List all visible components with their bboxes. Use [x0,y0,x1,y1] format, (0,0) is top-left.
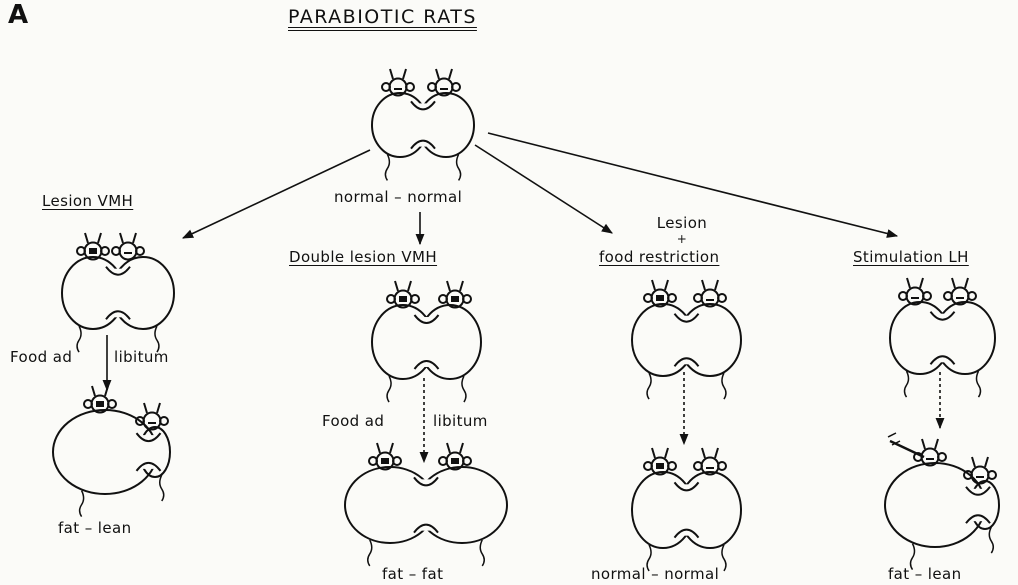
rat-head-right [439,443,471,470]
rat-pair-branch-4-start [890,278,995,397]
rat-head-left [77,233,109,260]
branch-4-heading: Stimulation LH [853,248,969,266]
rat-pair-branch-3-start [632,280,741,399]
rat-head-right [136,403,168,430]
rat-pair-top [372,69,474,180]
rat-head-right [439,281,471,308]
branch-2-arrow-label-left: Food ad [322,412,384,430]
rat-head-left [382,69,414,96]
diagram-title: PARABIOTIC RATS [288,8,477,26]
rat-head-left [899,278,931,305]
rat-head-right [964,457,996,484]
rat-head-left [387,281,419,308]
rat-pair-branch-1-start [62,233,174,352]
arrow-to-branch-3 [475,145,612,233]
top-pair-caption: normal – normal [334,188,462,206]
rat-pair-branch-4-end [885,433,999,570]
branch-4-outcome: fat – lean [888,565,962,583]
branch-2-outcome: fat – fat [382,565,443,583]
rat-pair-branch-2-end [345,443,507,566]
rat-head-right [694,448,726,475]
branch-3-heading: food restriction [599,248,719,266]
rat-head-right [944,278,976,305]
branch-1-heading: Lesion VMH [42,192,133,210]
branch-1-arrow-label-left: Food ad [10,348,72,366]
rat-pair-branch-2-start [372,281,481,402]
rat-pair-branch-1-end [53,386,170,517]
rat-pair-branch-3-end [632,448,741,571]
rat-head-right [694,280,726,307]
rat-head-right [112,233,144,260]
rat-head-left [84,386,116,413]
rat-head-left [644,280,676,307]
rat-head-left [369,443,401,470]
rat-head-left [914,439,946,466]
branch-1-arrow-label-right: libitum [114,348,169,366]
rat-head-right [428,69,460,96]
branch-3-outcome: normal – normal [591,565,719,583]
branch-2-arrow-label-right: libitum [433,412,488,430]
rat-head-left [644,448,676,475]
branch-3-heading-plus: + [672,230,692,248]
branch-2-heading: Double lesion VMH [289,248,437,266]
branch-1-outcome: fat – lean [58,519,132,537]
panel-letter: A [8,6,29,24]
